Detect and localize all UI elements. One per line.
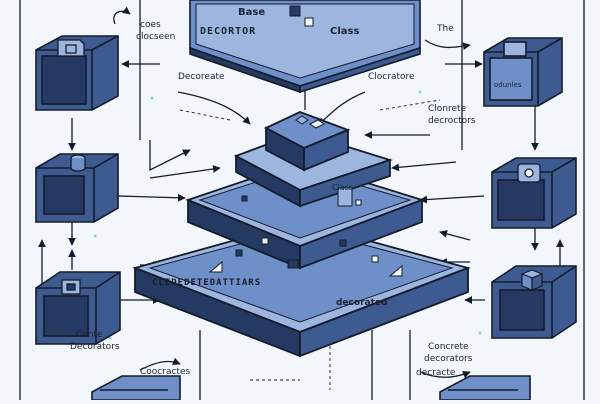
lock-icon [61,279,81,295]
cylinder-icon [70,154,86,172]
right-top-box [483,37,563,107]
frame-lines [19,0,585,400]
cube-box [491,265,577,339]
arrow-clocratore [317,91,366,126]
label-base: Base [238,7,266,18]
arrow-right-low [439,230,471,241]
label-decracte: decracte [416,368,456,378]
label-clocseen: clocseen [136,32,176,42]
arrow-left-lower [117,193,186,202]
label-coocractes: Coocractes [140,367,191,377]
label-decroctors: decroctors [428,116,476,126]
bottom-right-box [439,375,531,401]
robot-icon [517,163,541,183]
cube-icon [520,269,544,291]
label-decorators-left: Decorators [70,342,120,352]
arrow-decracte [419,370,471,379]
label-decortor: DECORTOR [200,26,257,37]
label-decorated: decorated [336,298,388,308]
stack-top-cube [263,111,351,172]
folder-box [35,35,119,111]
bottom-left-box [91,375,181,401]
arrow-the [424,39,471,51]
label-class-top: Class [330,26,360,37]
arrow-right-mid [391,161,457,172]
lock-box [35,271,121,345]
arrow-zig-left [149,140,191,172]
arrow-right-lower [419,195,485,204]
arrow-left-mid [149,165,221,179]
label-clonrete: Clonrete [428,104,467,114]
label-clocratore: Clocratore [368,72,415,82]
label-coes: coes [140,20,161,30]
label-class-mid: Class [332,183,354,192]
folder-icon [57,39,85,57]
stack-marks [208,187,403,277]
base-class-box [189,0,421,94]
robot-box [491,157,577,229]
label-conte: Conte [76,330,103,340]
label-decoreate: Decoreate [178,72,225,82]
label-odunles: odunles [494,81,522,89]
label-cdeed: CLEDEDETEDATTIARS [152,278,262,288]
arrow-top-left [113,6,131,25]
arrow-decoreate [177,91,251,125]
label-the: The [437,24,454,34]
label-decorators-right: decorators [424,354,473,364]
cylinder-box [35,153,119,223]
label-concrete: Concrete [428,342,469,352]
arrow-coocractes [139,357,181,371]
dashed-guides [179,99,441,390]
